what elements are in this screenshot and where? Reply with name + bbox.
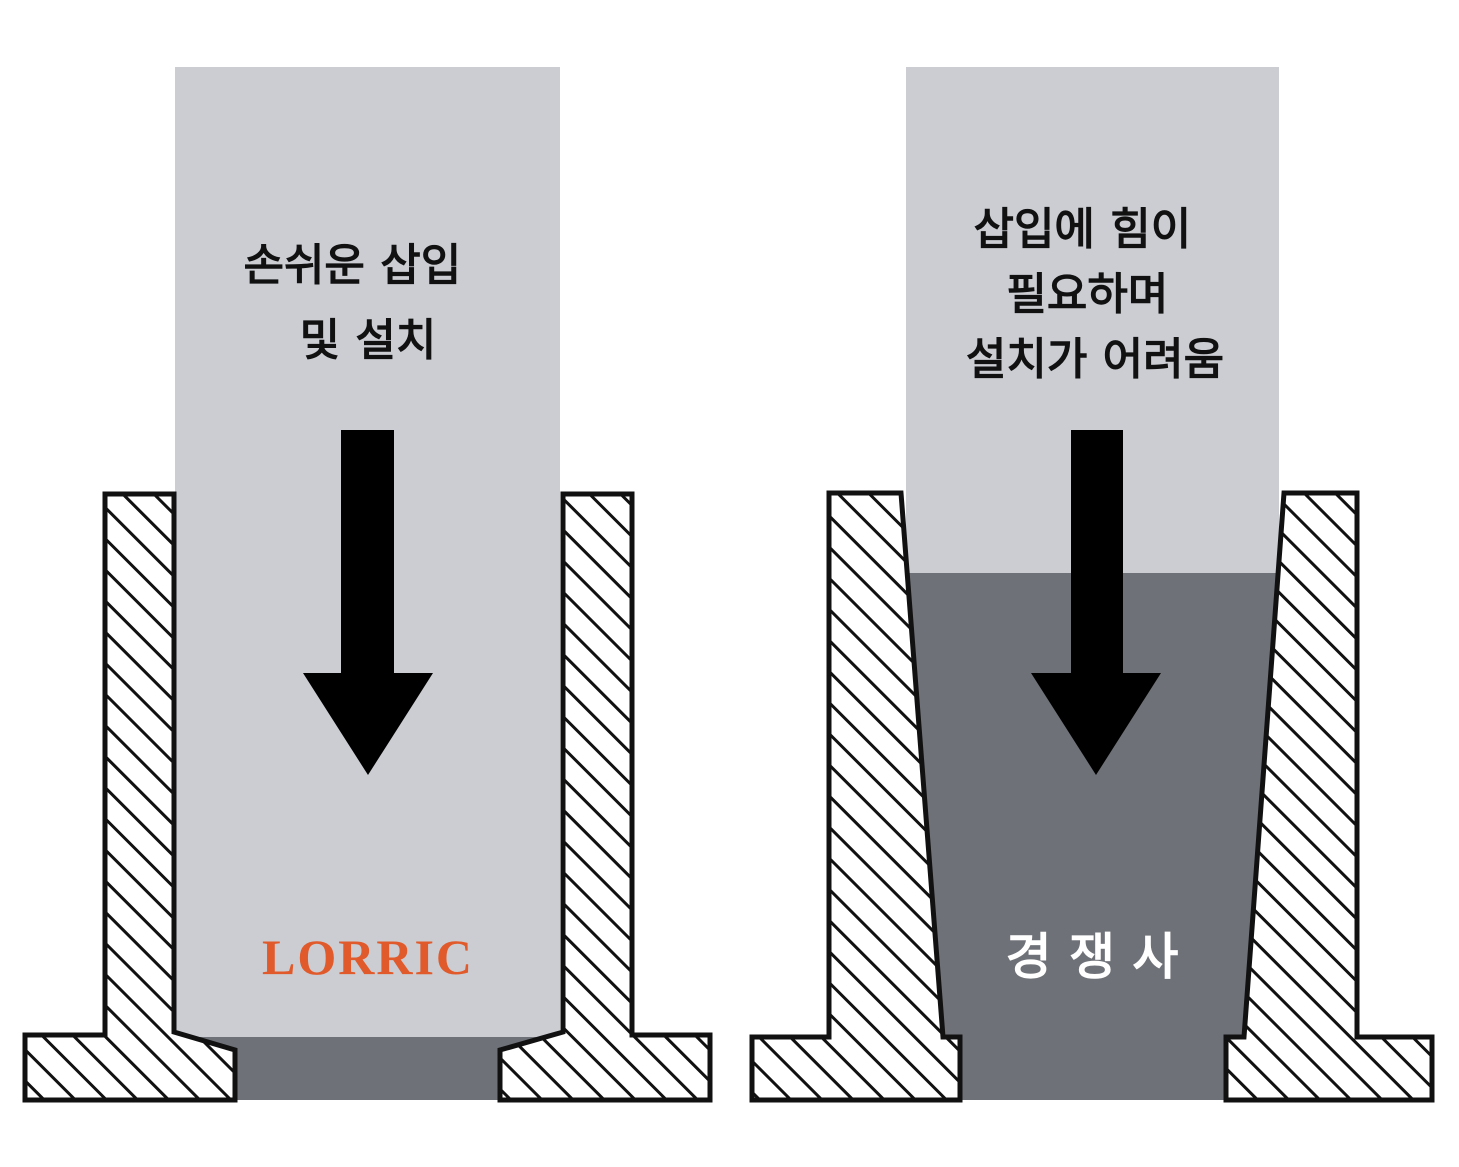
right-caption-line-1: 삽입에 힘이 bbox=[973, 204, 1191, 255]
left-caption-line-2: 및 설치 bbox=[300, 315, 437, 366]
left-caption: 손쉬운 삽입 및 설치 bbox=[243, 240, 476, 366]
right-housing-right-wall bbox=[1223, 490, 1435, 1103]
left-housing-left-wall bbox=[22, 491, 238, 1103]
brand-logo-text: LORRIC bbox=[262, 929, 474, 985]
right-caption-line-2: 필요하며 bbox=[1006, 269, 1168, 320]
left-base-dark bbox=[175, 1035, 560, 1100]
right-lower-dark bbox=[906, 573, 1279, 1100]
left-panel: 손쉬운 삽입 및 설치 LORRIC bbox=[22, 67, 713, 1103]
down-arrow-icon bbox=[303, 430, 433, 775]
left-caption-line-1: 손쉬운 삽입 bbox=[243, 240, 461, 291]
down-arrow-icon bbox=[1031, 430, 1161, 775]
right-caption: 삽입에 힘이 필요하며 설치가 어려움 bbox=[966, 204, 1224, 385]
left-housing-right-wall bbox=[497, 491, 713, 1103]
right-housing-left-wall bbox=[749, 490, 963, 1103]
right-panel: 삽입에 힘이 필요하며 설치가 어려움 경 쟁 사 bbox=[749, 67, 1435, 1103]
competitor-label: 경 쟁 사 bbox=[1006, 928, 1179, 986]
right-caption-line-3: 설치가 어려움 bbox=[966, 334, 1224, 385]
